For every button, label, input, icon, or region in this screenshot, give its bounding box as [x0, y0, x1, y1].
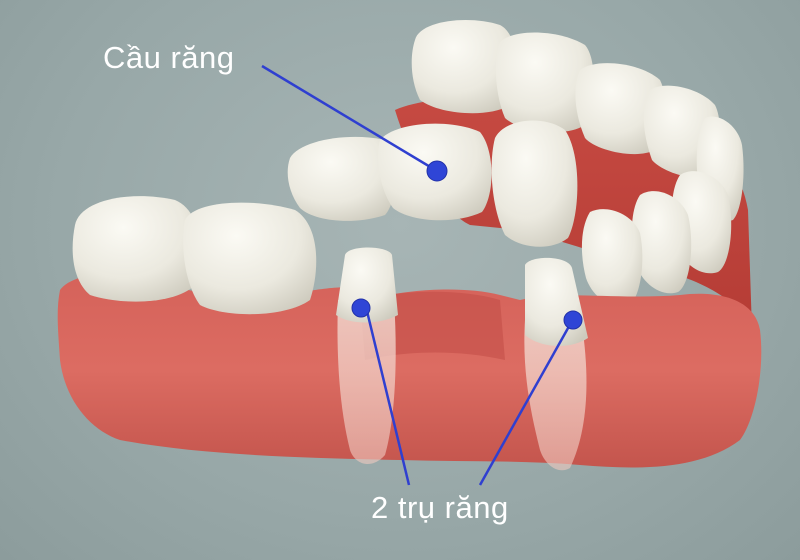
back-teeth: [411, 20, 744, 307]
dental-bridge: [287, 120, 578, 247]
left-molars: [72, 196, 317, 315]
bridge-label: Cầu răng: [103, 40, 235, 75]
pointer-lines: [261, 64, 583, 486]
lower-gum: [57, 273, 762, 468]
abutment-roots: [337, 300, 587, 471]
abutments-label: 2 trụ răng: [371, 490, 509, 525]
